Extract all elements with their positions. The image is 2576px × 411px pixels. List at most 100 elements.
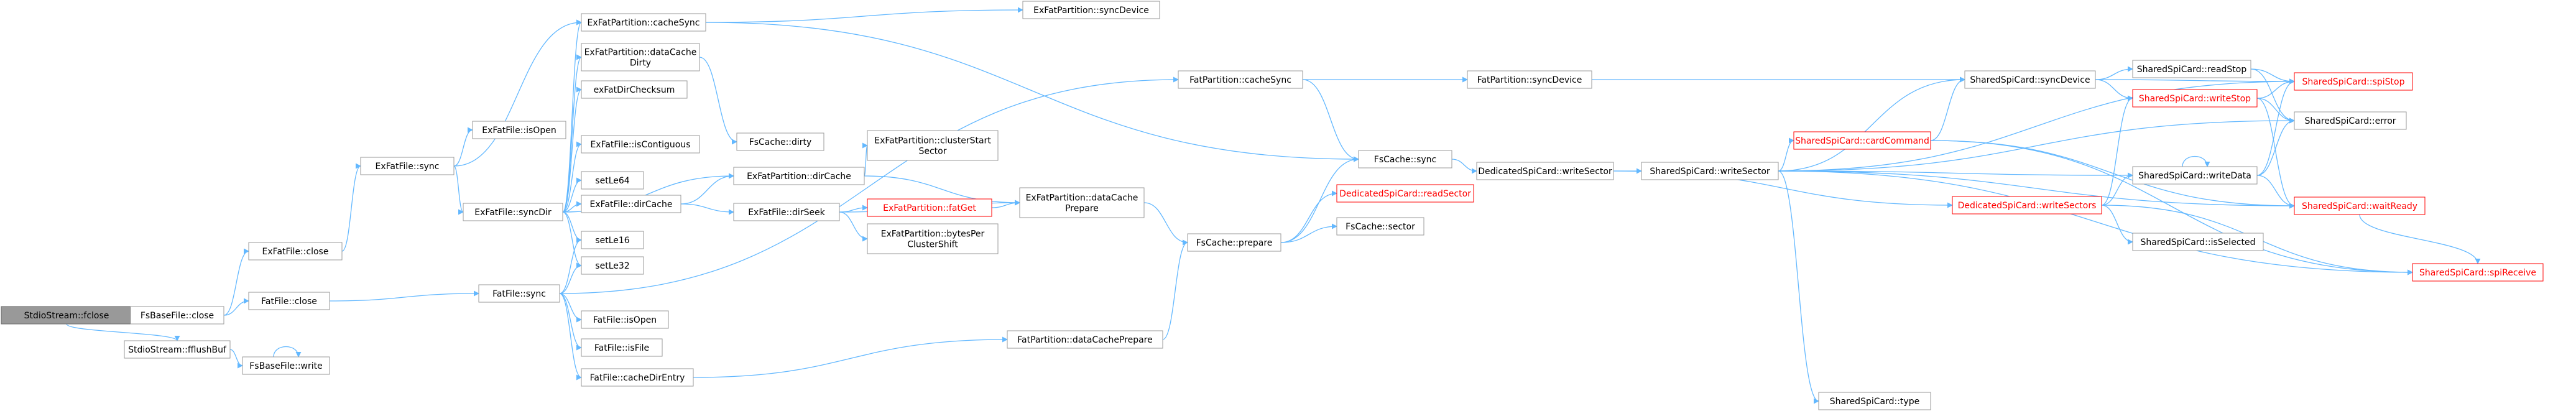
node-fsbasefile-close[interactable]: FsBaseFile::close [130, 306, 224, 325]
node-fatpartition-syncdevice[interactable]: FatPartition::syncDevice [1467, 70, 1592, 89]
node-sharedspicard-readstop[interactable]: SharedSpiCard::readStop [2132, 60, 2251, 78]
node-label: FsBaseFile::close [141, 311, 214, 321]
node-box [733, 203, 840, 221]
edge-n8-n15 [562, 211, 582, 243]
node-label: ExFatPartition::dirCache [747, 172, 851, 182]
node-fscache-sync[interactable]: FsCache::sync [1358, 150, 1452, 169]
edge-n44-n46 [2256, 78, 2295, 176]
node-box [581, 368, 694, 387]
node-exfatpartition-syncdevice[interactable]: ExFatPartition::syncDevice [1022, 1, 1160, 19]
edge-n9-n21 [705, 7, 1023, 23]
edge-n14-n23 [680, 173, 734, 205]
node-label: SharedSpiCard::error [2304, 116, 2396, 126]
edge-n42-n46 [2250, 68, 2295, 85]
edge-n6-n8 [453, 165, 464, 215]
node-box [472, 121, 566, 139]
node-label: StdioStream::fclose [24, 311, 109, 321]
edge-n39-n38 [1930, 76, 1965, 141]
node-stdiostream-fclose[interactable]: StdioStream::fclose [1, 306, 132, 325]
edge-n17-n19 [559, 293, 582, 351]
edge-n44-n47 [2256, 118, 2295, 176]
edge-n40-n44 [2101, 172, 2133, 206]
node-fatfile-cachedirentry[interactable]: FatFile::cacheDirEntry [581, 368, 694, 387]
node-sharedspicard-waitready[interactable]: SharedSpiCard::waitReady [2294, 196, 2426, 215]
node-dedicatedspicard-writesector[interactable]: DedicatedSpiCard::writeSector [1476, 162, 1614, 180]
edge-n26-n28 [991, 200, 1020, 208]
node-box [867, 223, 999, 254]
node-dedicatedspicard-writesectors[interactable]: DedicatedSpiCard::writeSectors [1952, 196, 2102, 215]
node-exfatfile-iscontiguous[interactable]: ExFatFile::isContiguous [581, 135, 700, 154]
edge-n17-n16 [559, 262, 582, 294]
node-sharedspicard-spistop[interactable]: SharedSpiCard::spiStop [2294, 72, 2413, 91]
node-exfatfile-close[interactable]: ExFatFile::close [248, 242, 343, 261]
node-fatfile-isfile[interactable]: FatFile::isFile [581, 338, 663, 357]
node-sharedspicard-error[interactable]: SharedSpiCard::error [2294, 111, 2407, 130]
node-sharedspicard-isselected[interactable]: SharedSpiCard::isSelected [2132, 233, 2264, 251]
edge-n24-n27 [839, 211, 868, 242]
node-box [581, 13, 706, 32]
edge-n6-n9 [453, 19, 582, 167]
node-box [2132, 60, 2251, 78]
node-fatpartition-cachesync[interactable]: FatPartition::cacheSync [1178, 70, 1303, 89]
node-label: DedicatedSpiCard::writeSectors [1958, 201, 2097, 211]
node-exfatfile-syncdir[interactable]: ExFatFile::syncDir [463, 203, 563, 221]
node-fatfile-isopen[interactable]: FatFile::isOpen [581, 310, 669, 329]
node-box [1178, 70, 1303, 89]
node-setle16[interactable]: setLe16 [581, 231, 644, 249]
node-exfatfile-sync[interactable]: ExFatFile::sync [360, 157, 455, 175]
node-label: SharedSpiCard::writeSector [1650, 167, 1770, 177]
edge-n20-n30 [693, 336, 1008, 378]
node-fatpartition-datacacheprepare[interactable]: FatPartition::dataCachePrepare [1007, 330, 1163, 349]
node-exfatpartition-fatget[interactable]: ExFatPartition::fatGet [867, 198, 992, 217]
node-sharedspicard-cardcommand[interactable]: SharedSpiCard::cardCommand [1793, 131, 1931, 150]
node-fsbasefile-write[interactable]: FsBaseFile::write [242, 356, 330, 375]
node-exfatfile-dirseek[interactable]: ExFatFile::dirSeek [733, 203, 840, 221]
node-label: ExFatPartition::syncDevice [1033, 6, 1149, 16]
node-exfatfile-dircache[interactable]: ExFatFile::dirCache [581, 195, 681, 213]
node-setle64[interactable]: setLe64 [581, 171, 644, 190]
node-exfatdirchecksum[interactable]: exFatDirChecksum [581, 80, 688, 99]
node-sharedspicard-writedata[interactable]: SharedSpiCard::writeData [2132, 166, 2258, 185]
node-fscache-prepare[interactable]: FsCache::prepare [1187, 233, 1281, 252]
node-label: SharedSpiCard::isSelected [2140, 238, 2255, 247]
node-box [1019, 187, 1145, 218]
node-box [581, 43, 700, 72]
node-sharedspicard-type[interactable]: SharedSpiCard::type [1818, 392, 1931, 410]
node-label: FatFile::close [261, 297, 317, 307]
node-setle32[interactable]: setLe32 [581, 256, 644, 275]
edge-n17-n18 [559, 293, 582, 323]
node-label: SharedSpiCard::writeData [2138, 171, 2251, 181]
node-dedicatedspicard-readsector[interactable]: DedicatedSpiCard::readSector [1336, 184, 1474, 203]
node-sharedspicard-spireceive[interactable]: SharedSpiCard::spiReceive [2412, 263, 2544, 282]
node-box [867, 130, 999, 161]
node-box [1467, 70, 1592, 89]
edge-n48-n49 [2359, 214, 2481, 264]
node-label: FsCache::dirty [749, 137, 812, 147]
node-sharedspicard-writesector[interactable]: SharedSpiCard::writeSector [1641, 162, 1779, 180]
node-sharedspicard-syncdevice[interactable]: SharedSpiCard::syncDevice [1964, 70, 2096, 89]
node-box [1007, 330, 1163, 349]
edge-n37-n44 [1778, 170, 2133, 178]
node-box [581, 310, 669, 329]
node-sharedspicard-writestop[interactable]: SharedSpiCard::writeStop [2132, 89, 2258, 108]
edge-n40-n43 [2101, 95, 2133, 206]
node-label: SharedSpiCard::writeStop [2139, 94, 2251, 104]
node-fscache-sector[interactable]: FsCache::sector [1336, 217, 1424, 236]
node-box [360, 157, 455, 175]
edge-n31-n36 [1451, 159, 1477, 174]
edge-n42-n47 [2250, 68, 2295, 124]
node-stdiostream-fflushbuf[interactable]: StdioStream::fflushBuf [124, 340, 231, 359]
node-fatfile-sync[interactable]: FatFile::sync [478, 284, 560, 303]
edge-n23-n28 [864, 175, 1020, 206]
node-exfatfile-isopen[interactable]: ExFatFile::isOpen [472, 121, 566, 139]
node-fscache-dirty[interactable]: FsCache::dirty [736, 132, 824, 151]
node-exfatpartition-dircache[interactable]: ExFatPartition::dirCache [733, 167, 865, 185]
node-exfatpartition-cachesync[interactable]: ExFatPartition::cacheSync [581, 13, 706, 32]
node-fatfile-close[interactable]: FatFile::close [248, 292, 330, 310]
edge-n10-n22 [699, 57, 737, 145]
